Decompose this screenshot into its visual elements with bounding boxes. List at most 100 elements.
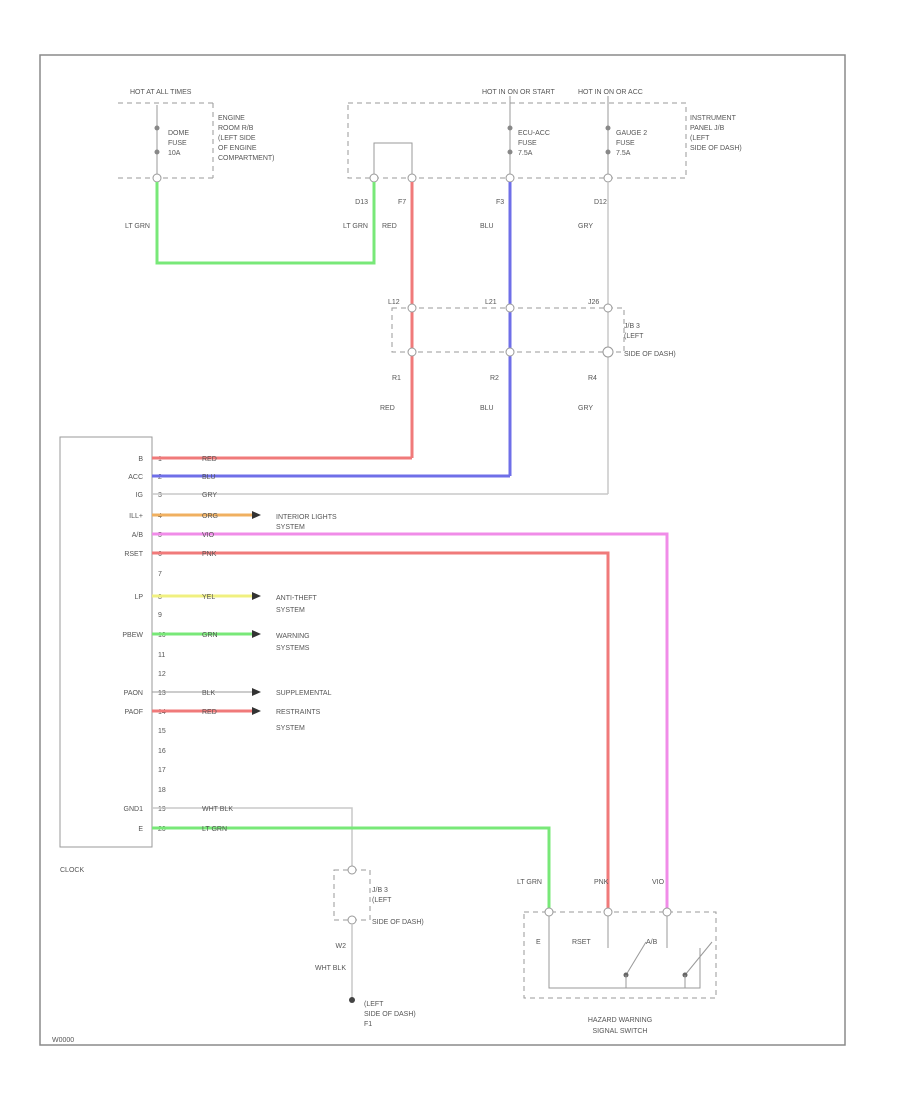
wire-label-blu-mid: BLU: [480, 405, 494, 412]
mid-fuse-terminal-2: [507, 149, 513, 155]
clock-component: [59, 436, 153, 848]
right-hot-label: HOT IN ON OR ACC: [578, 89, 643, 96]
clock-pin-number: 18: [158, 787, 166, 794]
pin-f3: F3: [496, 199, 504, 206]
arrow-interior: [252, 511, 261, 519]
tag-yel: YEL: [202, 594, 215, 601]
wire-label-gry-top: GRY: [578, 223, 593, 230]
hazard-common-line: [548, 916, 701, 989]
jb3-mid-line-2: (LEFT: [624, 333, 644, 340]
connector-d12: [603, 173, 613, 183]
left-fuse-connector: [152, 173, 162, 183]
hazard-contact-2: [684, 941, 713, 976]
jb3-mid-line-3: SIDE OF DASH): [624, 351, 676, 358]
clock-pin-number: 9: [158, 612, 162, 619]
left-location-2: ROOM R/B: [218, 125, 254, 132]
wire-label-red-top: RED: [382, 223, 397, 230]
left-fuse-terminal: [154, 125, 160, 131]
hazard-term-e: E: [536, 939, 541, 946]
connector-r4: [602, 346, 614, 358]
diagram-frame: [39, 54, 846, 1046]
clock-pin-number: 15: [158, 728, 166, 735]
system-interior-1: INTERIOR LIGHTS: [276, 514, 337, 521]
tag-org: ORG: [202, 513, 218, 520]
left-fuse-line-3: 10A: [168, 150, 181, 157]
jb3-low-line-3: SIDE OF DASH): [372, 919, 424, 926]
system-srs-3: SYSTEM: [276, 725, 305, 732]
ground-point: [349, 997, 355, 1003]
ground-line-1: (LEFT: [364, 1001, 384, 1008]
clock-terminal-name: ACC: [128, 474, 143, 481]
wire-label-lt-grn-right: LT GRN: [343, 223, 368, 230]
mid-hot-label: HOT IN ON OR START: [482, 89, 555, 96]
clock-pin-number: 7: [158, 571, 162, 578]
tag-pnk: PNK: [202, 551, 217, 558]
left-fuse-line-1: DOME: [168, 130, 189, 137]
clock-terminal-name: PBEW: [122, 632, 143, 639]
clock-terminal-name: RSET: [124, 551, 143, 558]
right-location-4: SIDE OF DASH): [690, 145, 742, 152]
wire-vio-ab: [152, 532, 669, 908]
hazard-terminal-e: [544, 907, 554, 917]
tag-red-paof: RED: [202, 709, 217, 716]
connector-l12: [407, 303, 417, 313]
pin-r1: R1: [392, 375, 401, 382]
pin-r2: R2: [490, 375, 499, 382]
clock-terminal-name: GND1: [124, 806, 144, 813]
clock-terminal-name: LP: [134, 594, 143, 601]
connector-low-bottom: [347, 915, 357, 925]
system-warning-1: WARNING: [276, 633, 310, 640]
jb3-box-mid: [391, 307, 625, 353]
clock-pin-number: 19: [158, 806, 166, 813]
system-interior-2: SYSTEM: [276, 524, 305, 531]
hazard-contact-1: [625, 941, 647, 976]
left-location-3: (LEFT SIDE: [218, 135, 256, 142]
clock-pin-number: 3: [158, 492, 162, 499]
hazard-terminal-rset: [603, 907, 613, 917]
ground-line-2: SIDE OF DASH): [364, 1011, 416, 1018]
system-antitheft-2: SYSTEM: [276, 607, 305, 614]
arrow-srs-2: [252, 707, 261, 715]
mid-fuse-line-2: FUSE: [518, 140, 537, 147]
pin-f7: F7: [398, 199, 406, 206]
clock-pin-number: 12: [158, 671, 166, 678]
wire-label-wht: WHT BLK: [315, 965, 346, 972]
arrow-warning: [252, 630, 261, 638]
right-fuse-line-3: 7.5A: [616, 150, 631, 157]
wire-lt-grn-e: [152, 826, 551, 908]
system-srs-2: RESTRAINTS: [276, 709, 321, 716]
system-antitheft-1: ANTI-THEFT: [276, 595, 318, 602]
jb-internal-link: [373, 142, 413, 175]
left-location-4: OF ENGINE: [218, 145, 257, 152]
wire-label-lt-grn-hazard: LT GRN: [517, 879, 542, 886]
right-fuse-terminal: [605, 125, 611, 131]
clock-terminal-name: PAOF: [124, 709, 143, 716]
hazard-terminal-ab: [662, 907, 672, 917]
clock-terminal-name: ILL+: [129, 513, 143, 520]
arrow-antitheft: [252, 592, 261, 600]
clock-pin-number: 11: [158, 652, 165, 659]
system-warning-2: SYSTEMS: [276, 645, 310, 652]
arrow-srs-1: [252, 688, 261, 696]
tag-wht-blk: WHT BLK: [202, 806, 233, 813]
right-fuse-terminal-2: [605, 149, 611, 155]
clock-pin-number: 16: [158, 748, 166, 755]
clock-terminal-name: B: [138, 456, 143, 463]
tag-blu: BLU: [202, 474, 216, 481]
connector-r1: [407, 347, 417, 357]
system-srs-1: SUPPLEMENTAL: [276, 690, 332, 697]
pin-l12: L12: [388, 299, 400, 306]
tag-grn: GRN: [202, 632, 218, 639]
left-fuse-line-2: FUSE: [168, 140, 187, 147]
jb3-low-line-1: J/B 3: [372, 887, 388, 894]
pin-d13: D13: [355, 199, 368, 206]
mid-fuse-line-1: ECU-ACC: [518, 130, 550, 137]
right-location-1: INSTRUMENT: [690, 115, 737, 122]
hazard-term-ab: A/B: [646, 939, 658, 946]
pin-j26: J26: [588, 299, 599, 306]
instrument-jb-box: [347, 102, 687, 179]
jb3-box-low: [333, 869, 371, 921]
wire-label-gry-mid: GRY: [578, 405, 593, 412]
tag-lt-grn: LT GRN: [202, 826, 227, 833]
clock-terminal-name: PAON: [124, 690, 143, 697]
